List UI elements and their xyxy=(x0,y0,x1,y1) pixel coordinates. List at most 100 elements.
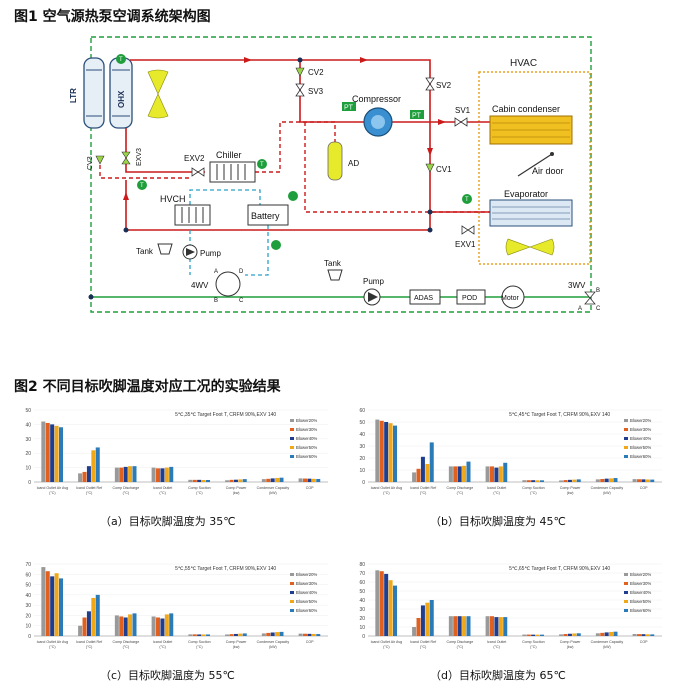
bar xyxy=(531,480,536,482)
legend-label: Blower30% xyxy=(296,581,317,586)
svg-text:CV3: CV3 xyxy=(87,156,94,170)
svg-text:D: D xyxy=(239,269,244,275)
bar xyxy=(114,467,119,482)
legend-label: Blower60% xyxy=(630,608,651,613)
hvch-heater: HVCH xyxy=(160,194,211,226)
cv3-check-valve: CV3 xyxy=(87,155,105,170)
x-tick-label: Comp Discharge xyxy=(446,640,473,644)
svg-text:EXV3: EXV3 xyxy=(136,148,143,166)
bar xyxy=(151,467,156,482)
x-tick-label: Condenser Capacity xyxy=(591,486,624,490)
legend-label: Blower30% xyxy=(630,581,651,586)
x-tick-label: COP xyxy=(640,486,648,490)
bar xyxy=(567,479,572,482)
bar xyxy=(188,479,193,482)
legend-swatch xyxy=(290,428,294,431)
bar xyxy=(457,466,462,482)
bar xyxy=(384,422,389,482)
x-tick-unit: (°C) xyxy=(493,645,499,649)
bar xyxy=(388,580,393,636)
bar xyxy=(503,462,508,482)
bar xyxy=(201,634,206,636)
bar xyxy=(233,479,238,482)
bar xyxy=(576,633,581,636)
front-fan-icon xyxy=(147,69,169,119)
bar xyxy=(270,478,275,482)
x-tick-label: Comp Suction xyxy=(188,486,211,490)
x-tick-label: Icand Outlet xyxy=(487,640,506,644)
y-tick-label: 50 xyxy=(25,408,31,414)
bar xyxy=(416,468,421,482)
legend-swatch xyxy=(624,419,628,422)
bar xyxy=(82,471,87,482)
y-tick-label: 20 xyxy=(359,616,365,622)
y-tick-label: 30 xyxy=(359,444,365,450)
bar xyxy=(41,421,46,482)
bar xyxy=(86,611,91,636)
chart-a-caption: （a）目标吹脚温度为 35℃ xyxy=(100,515,236,528)
legend-swatch xyxy=(290,573,294,576)
x-tick-label: Comp Power xyxy=(226,486,248,490)
temp-sensor-icon xyxy=(137,180,147,190)
legend-label: Blower50% xyxy=(296,445,317,450)
y-tick-label: 50 xyxy=(359,589,365,595)
bar xyxy=(114,615,119,636)
bar xyxy=(641,634,646,636)
y-tick-label: 30 xyxy=(359,607,365,613)
x-tick-label: Icand Outlet xyxy=(153,640,172,644)
svg-text:T: T xyxy=(140,183,144,189)
y-tick-label: 10 xyxy=(25,624,31,630)
x-tick-label: Comp Power xyxy=(560,486,582,490)
bar xyxy=(123,466,128,482)
bar xyxy=(238,479,243,482)
y-tick-label: 0 xyxy=(28,634,31,640)
bar xyxy=(539,480,544,482)
svg-text:C: C xyxy=(239,298,244,304)
bar xyxy=(229,479,234,482)
svg-text:Tank: Tank xyxy=(324,259,342,268)
x-tick-label: Comp Suction xyxy=(522,486,545,490)
figure2-title: 图2 不同目标吹脚温度对应工况的实验结果 xyxy=(14,379,281,395)
figure1-title: 图1 空气源热泵空调系统架构图 xyxy=(14,9,211,25)
bar xyxy=(425,602,430,636)
x-tick-label: Comp Power xyxy=(226,640,248,644)
evaporator-label: Evaporator xyxy=(504,189,548,199)
legend-swatch xyxy=(624,600,628,603)
bar xyxy=(490,466,495,482)
y-tick-label: 60 xyxy=(359,580,365,586)
x-tick-unit: (°C) xyxy=(530,491,536,495)
bar xyxy=(164,614,169,636)
bar xyxy=(645,634,650,636)
legend-label: Blower30% xyxy=(630,427,651,432)
bar xyxy=(41,567,46,636)
ohx-heat-exchanger: OHX xyxy=(109,57,133,129)
x-tick-unit: (°C) xyxy=(383,491,389,495)
x-tick-unit: (kW) xyxy=(603,491,611,495)
bar xyxy=(637,479,642,482)
x-tick-label: Icand Outlet Air Avg xyxy=(37,486,69,490)
legend-label: Blower60% xyxy=(296,608,317,613)
legend-swatch xyxy=(290,446,294,449)
x-tick-label: Comp Power xyxy=(560,640,582,644)
coolant-pump-1: Pump xyxy=(182,244,221,260)
svg-text:AD: AD xyxy=(348,159,359,168)
bar xyxy=(303,478,308,482)
x-tick-label: Icand Outlet Air Avg xyxy=(371,486,403,490)
y-tick-label: 40 xyxy=(359,598,365,604)
ltr-radiator: LTR xyxy=(69,57,105,129)
x-tick-unit: (°C) xyxy=(159,491,165,495)
hvch-label: HVCH xyxy=(160,194,186,204)
bar xyxy=(86,466,91,482)
bar xyxy=(645,479,650,482)
blower-fan-icon xyxy=(505,238,555,256)
bar xyxy=(311,633,316,636)
svg-text:PT: PT xyxy=(412,113,422,120)
legend-label: Blower50% xyxy=(630,445,651,450)
y-tick-label: 50 xyxy=(25,583,31,589)
y-tick-label: 70 xyxy=(359,571,365,577)
bar xyxy=(535,480,540,482)
bar xyxy=(539,634,544,636)
bar xyxy=(559,634,564,636)
x-tick-unit: (°C) xyxy=(86,491,92,495)
